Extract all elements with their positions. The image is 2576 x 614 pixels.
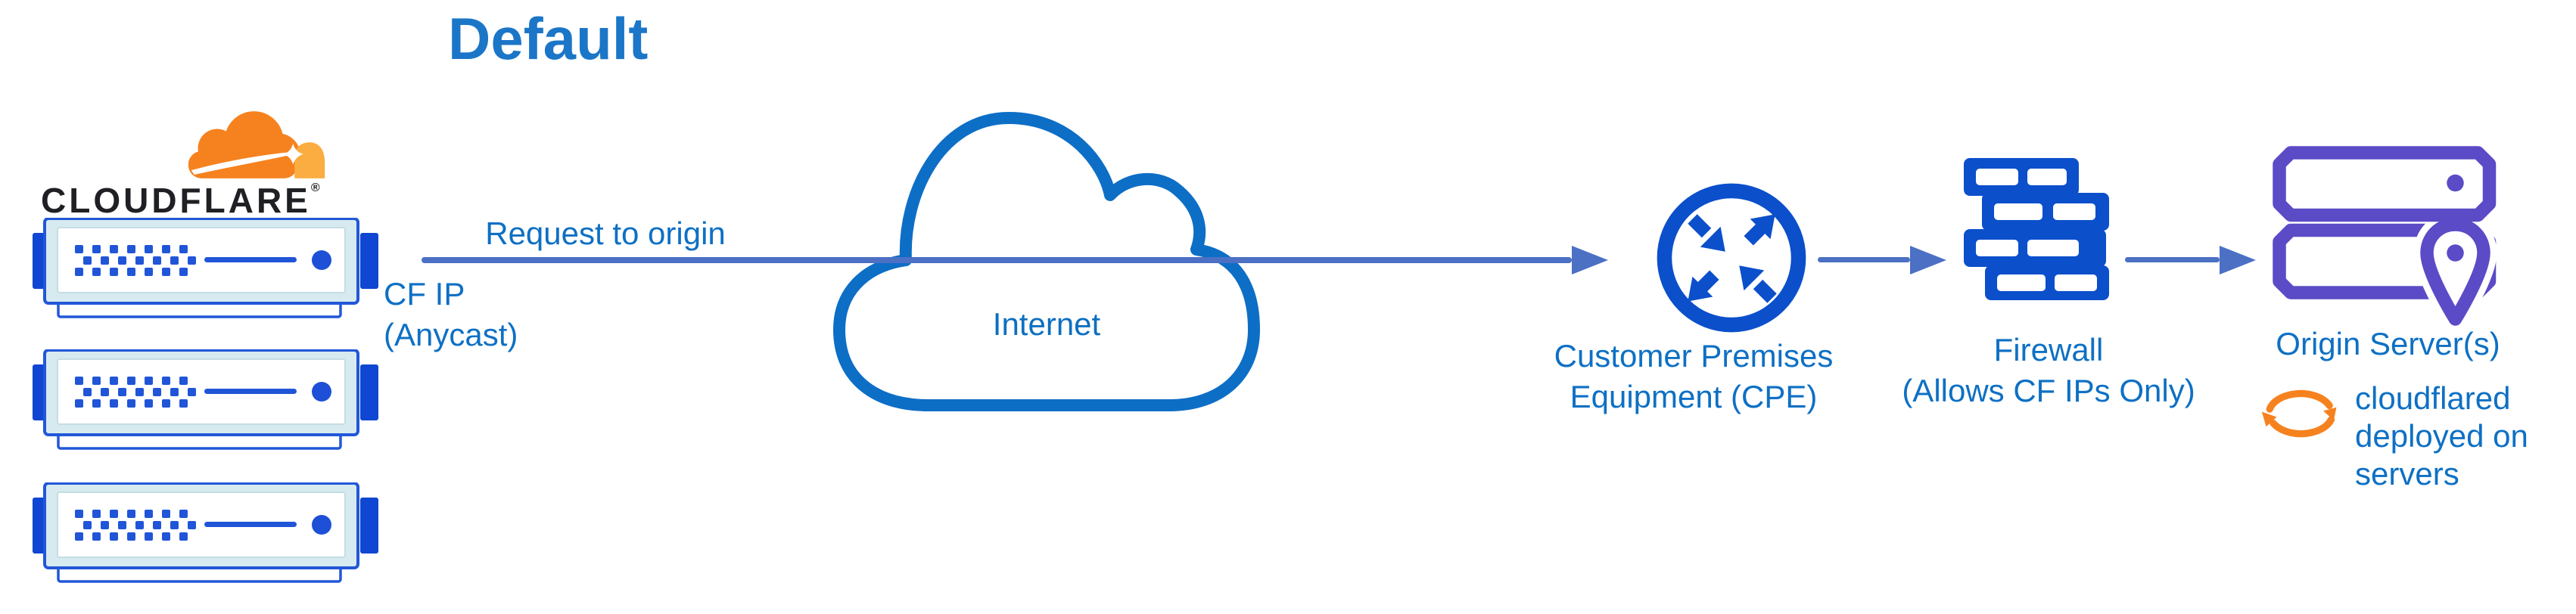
diagram-title: Default — [448, 5, 649, 72]
cpe-label: Customer Premises Equipment (CPE) — [1554, 338, 1834, 414]
cloudflare-server-icon — [33, 349, 378, 450]
cloudflared-sync-icon — [2261, 389, 2337, 438]
cpe-router-icon — [1657, 183, 1806, 333]
cloudflared-caption: cloudflared deployed on servers — [2355, 380, 2528, 492]
firewall-brick-icon — [1964, 158, 2109, 300]
cpe-to-firewall-line — [1818, 257, 1910, 262]
registered-trademark: ® — [310, 181, 320, 194]
cloudflare-wordmark: CLOUDFLARE® — [41, 181, 320, 220]
flow-arrowhead-icon — [1910, 246, 1946, 274]
firewall-to-origin-line — [2125, 257, 2220, 262]
internet-label: Internet — [992, 306, 1101, 342]
firewall-label: Firewall (Allows CF IPs Only) — [1902, 332, 2195, 408]
flow-arrowhead-icon — [2220, 246, 2256, 274]
origin-servers-icon — [2273, 146, 2497, 330]
flow-arrowhead-icon — [1572, 246, 1608, 274]
cf-ip-anycast-label: CF IP (Anycast) — [384, 276, 518, 352]
server-led-dots — [75, 245, 196, 276]
server-led-dots — [75, 377, 196, 408]
cloudflare-server-icon — [33, 482, 378, 583]
cloudflare-logo-cloud-icon — [188, 111, 325, 178]
server-led-dots — [75, 510, 196, 541]
request-to-origin-label: Request to origin — [485, 216, 726, 251]
location-pin-icon — [2413, 211, 2497, 330]
cloudflare-server-icon — [33, 218, 378, 318]
origin-servers-label: Origin Server(s) — [2276, 326, 2500, 361]
request-flow-line — [422, 257, 1572, 263]
